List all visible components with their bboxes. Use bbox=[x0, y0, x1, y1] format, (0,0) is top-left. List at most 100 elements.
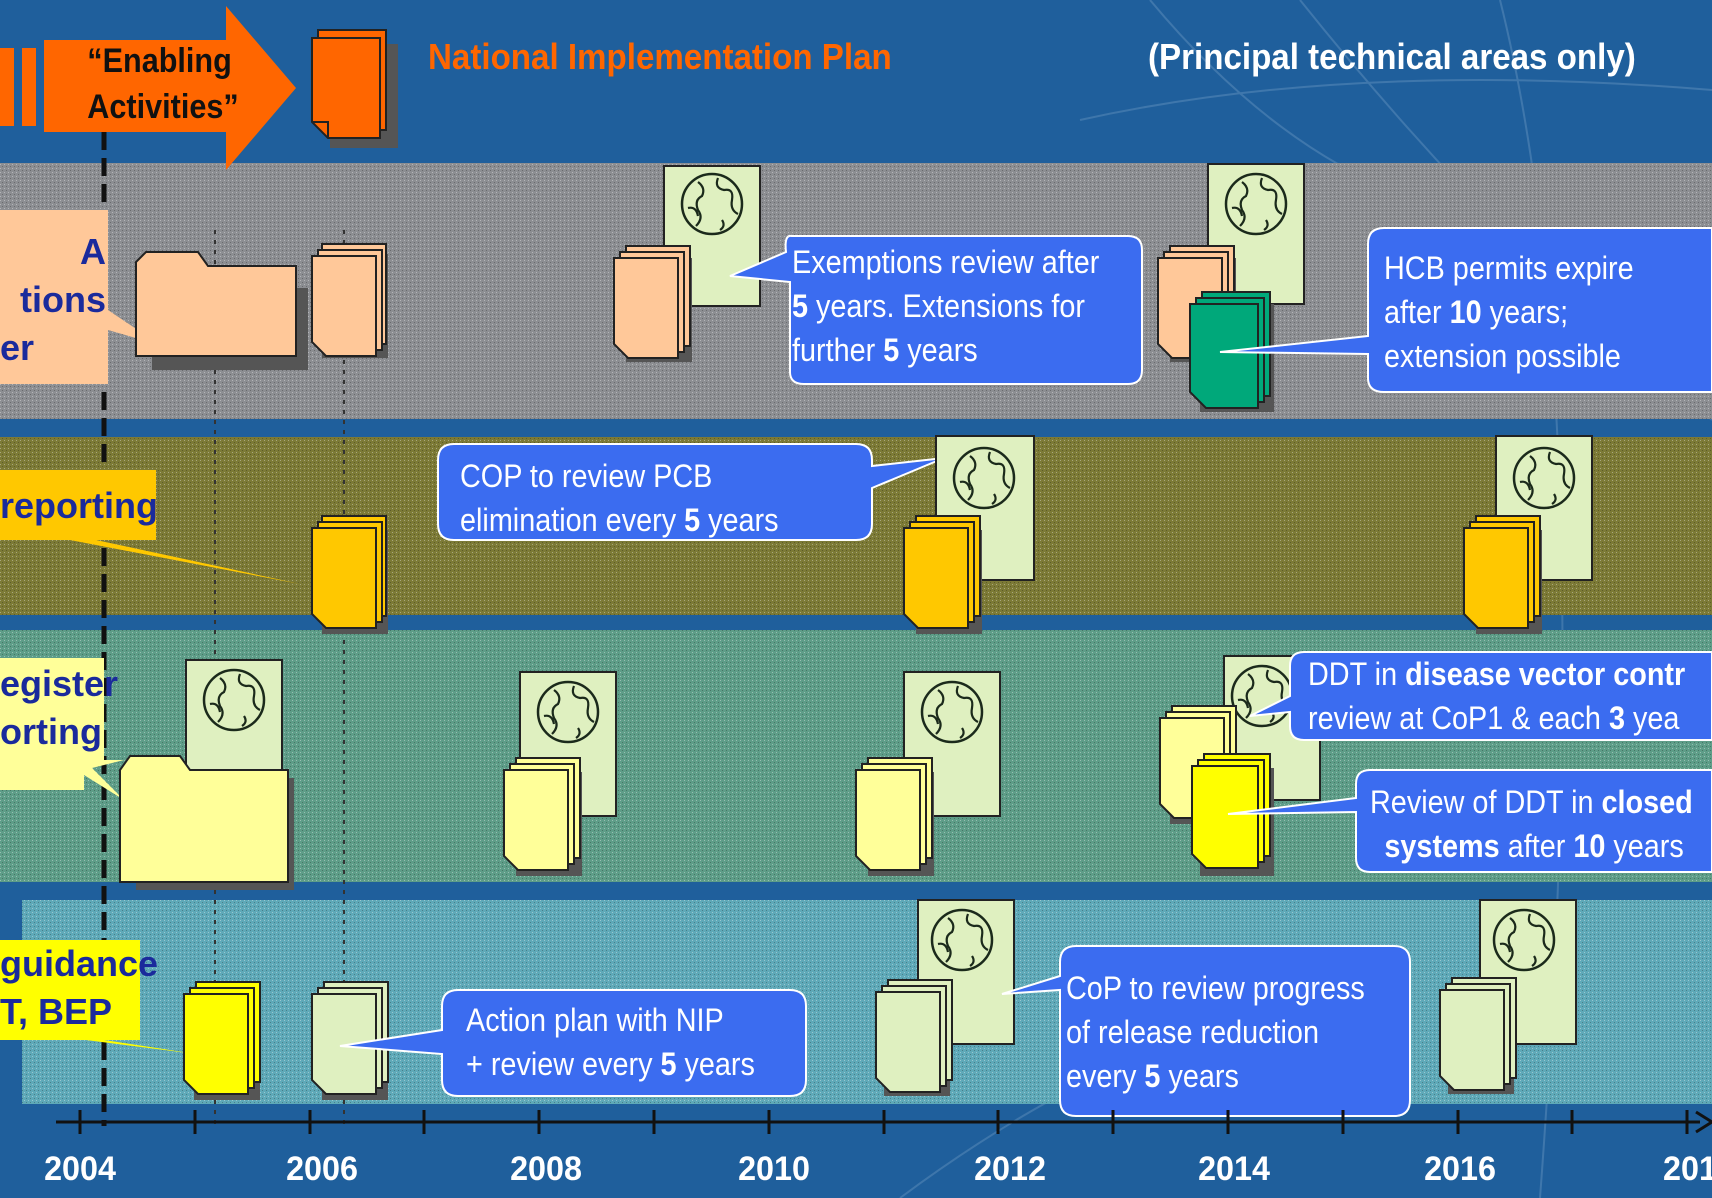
nip-title: National Implementation Plan bbox=[428, 36, 892, 77]
hcb-callout-span: after bbox=[1384, 294, 1450, 330]
pcb-doc-2016 bbox=[1463, 515, 1542, 634]
exemptions-callout-line-1: Exemptions review after bbox=[792, 244, 1100, 280]
pcb-label: reporting bbox=[0, 485, 158, 526]
releases-label-line-2: T, BEP bbox=[0, 991, 113, 1032]
exemptions-callout-line-3: further 5 years bbox=[792, 328, 1099, 372]
ddt-vector-callout-span: DDT in bbox=[1308, 656, 1406, 692]
hcb-bubble bbox=[1219, 227, 1712, 393]
exemptions-callout-span: years. Extensions for bbox=[808, 288, 1085, 324]
exemptions-callout-text: Exemptions review after 5 years. Extensi… bbox=[792, 240, 1099, 372]
year-label-2010: 2010 bbox=[738, 1150, 810, 1188]
year-label-2008: 2008 bbox=[510, 1150, 582, 1188]
action-plan-callout-number: 5 bbox=[660, 1046, 677, 1082]
enabling-activities-label: “Enabling Activities” bbox=[87, 38, 239, 130]
action-plan-callout-line-1: Action plan with NIP bbox=[466, 1002, 724, 1038]
hcb-callout-line-2: after 10 years; bbox=[1384, 290, 1634, 334]
year-label-2004: 2004 bbox=[44, 1150, 116, 1188]
hcb-callout-span: years; bbox=[1481, 294, 1569, 330]
pcb-callout-text: COP to review PCB elimination every 5 ye… bbox=[460, 454, 779, 542]
year-label-2012: 2012 bbox=[974, 1150, 1046, 1188]
release-callout-line-2: of release reduction bbox=[1066, 1014, 1319, 1050]
exemptions-callout-span: further bbox=[792, 332, 884, 368]
releases-doc-2005 bbox=[183, 981, 261, 1100]
pcb-doc-2006 bbox=[311, 515, 388, 634]
ddt-vector-callout-line-2: review at CoP1 & each 3 yea bbox=[1308, 696, 1685, 740]
exemptions-doc-2006 bbox=[311, 243, 388, 358]
exemptions-label: A tions er bbox=[0, 228, 106, 372]
technical-areas-note: (Principal technical areas only) bbox=[1148, 36, 1636, 77]
ddt-closed-callout-line-2: systems after 10 years bbox=[1370, 824, 1693, 868]
pcb-callout-number: 5 bbox=[684, 502, 701, 538]
pcb-callout-span: elimination every bbox=[460, 502, 685, 538]
ddt-vector-bubble bbox=[1249, 651, 1712, 741]
release-callout-line-1: CoP to review progress bbox=[1066, 970, 1365, 1006]
release-callout-span: every bbox=[1066, 1058, 1145, 1094]
year-label-2014: 2014 bbox=[1198, 1150, 1270, 1188]
ddt-closed-callout-bold: systems bbox=[1384, 828, 1500, 864]
ddt-closed-callout-span: years bbox=[1605, 828, 1684, 864]
ddt-doc-2008 bbox=[503, 757, 582, 876]
pcb-callout-span: years bbox=[700, 502, 779, 538]
year-label-2016: 2016 bbox=[1424, 1150, 1496, 1188]
releases-label-box bbox=[0, 940, 196, 1054]
hcb-callout-line-3: extension possible bbox=[1384, 338, 1621, 374]
band-releases bbox=[22, 900, 1712, 1104]
ddt-closed-callout-line-1: Review of DDT in closed bbox=[1370, 780, 1693, 824]
ddt-doc-2014-closed bbox=[1191, 753, 1274, 876]
globe-page-2011-ddt bbox=[903, 671, 1001, 817]
pcb-bubble bbox=[437, 443, 945, 541]
ddt-vector-callout-bold: disease vector contr bbox=[1405, 656, 1686, 692]
exemptions-label-line-3: er bbox=[0, 327, 35, 368]
releases-label: guidance T, BEP bbox=[0, 940, 158, 1036]
ddt-closed-callout-bold: closed bbox=[1601, 784, 1693, 820]
enabling-line-2: Activities” bbox=[87, 88, 239, 126]
ddt-vector-callout-span: yea bbox=[1624, 700, 1680, 736]
release-callout-text: CoP to review progress of release reduct… bbox=[1066, 966, 1365, 1098]
globe-page-2010-exemptions bbox=[663, 165, 761, 307]
pcb-label-box bbox=[0, 470, 300, 584]
hcb-callout-text: HCB permits expire after 10 years; exten… bbox=[1384, 246, 1634, 378]
ddt-doc-2011 bbox=[855, 757, 934, 876]
pcb-callout-line-2: elimination every 5 years bbox=[460, 498, 779, 542]
ddt-closed-callout-span: after bbox=[1499, 828, 1574, 864]
nip-document-stack bbox=[311, 29, 398, 148]
ddt-closed-bubble bbox=[1227, 769, 1712, 873]
ddt-vector-callout-text: DDT in disease vector contr review at Co… bbox=[1308, 652, 1685, 740]
pcb-callout-line-1: COP to review PCB bbox=[460, 458, 713, 494]
ddt-closed-callout-number: 10 bbox=[1573, 828, 1606, 864]
releases-label-line-1: guidance bbox=[0, 943, 159, 984]
ddt-label-box bbox=[0, 658, 124, 800]
exemptions-callout-number: 5 bbox=[883, 332, 900, 368]
year-label-2006: 2006 bbox=[286, 1150, 358, 1188]
action-plan-callout-text: Action plan with NIP + review every 5 ye… bbox=[466, 998, 755, 1086]
release-callout-line-3: every 5 years bbox=[1066, 1054, 1365, 1098]
exemptions-label-line-2: tions bbox=[20, 279, 106, 320]
year-label-2018: 201 bbox=[1663, 1150, 1712, 1188]
hcb-callout-number: 10 bbox=[1449, 294, 1482, 330]
action-plan-callout-span: + review every bbox=[466, 1046, 661, 1082]
ddt-label-line-2: orting bbox=[0, 711, 102, 752]
action-plan-callout-span: years bbox=[676, 1046, 755, 1082]
exemptions-callout-number: 5 bbox=[792, 288, 809, 324]
releases-doc-2016 bbox=[1439, 977, 1517, 1094]
folder-icon bbox=[135, 251, 308, 370]
release-callout-span: years bbox=[1160, 1058, 1239, 1094]
enabling-activities-arrow bbox=[0, 6, 296, 170]
ddt-vector-callout-line-1: DDT in disease vector contr bbox=[1308, 652, 1685, 696]
exemptions-callout-span: years bbox=[899, 332, 978, 368]
timeline-axis bbox=[56, 1110, 1712, 1134]
enabling-line-1: “Enabling bbox=[87, 42, 232, 80]
ddt-folder-icon bbox=[119, 755, 294, 890]
release-bubble bbox=[1001, 945, 1411, 1117]
exemptions-bubble bbox=[729, 234, 1143, 385]
ddt-closed-callout-text: Review of DDT in closed systems after 10… bbox=[1370, 780, 1693, 868]
pcb-doc-2011 bbox=[903, 515, 982, 634]
action-plan-bubble bbox=[339, 989, 807, 1097]
ddt-vector-callout-span: review at CoP1 & each bbox=[1308, 700, 1609, 736]
ddt-label-line-1: egister bbox=[0, 663, 119, 704]
action-plan-callout-line-2: + review every 5 years bbox=[466, 1042, 755, 1086]
exemptions-label-line-1: A bbox=[80, 231, 106, 272]
ddt-label: egister orting bbox=[0, 660, 118, 756]
exemptions-doc-2010 bbox=[613, 245, 692, 362]
